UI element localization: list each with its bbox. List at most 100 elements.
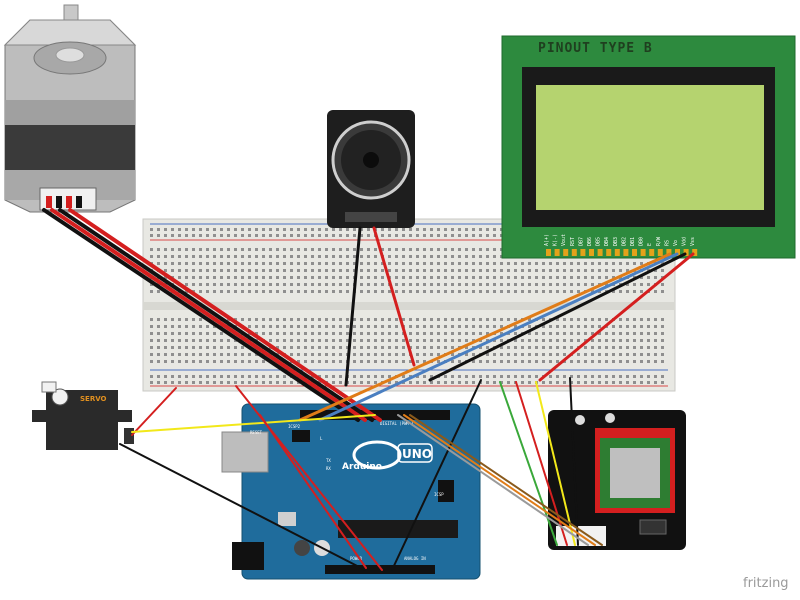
breadboard-hole	[563, 262, 566, 265]
breadboard-hole	[150, 381, 153, 384]
breadboard-hole	[395, 248, 398, 251]
breadboard-hole	[297, 255, 300, 258]
breadboard-hole	[269, 276, 272, 279]
breadboard-hole	[213, 262, 216, 265]
breadboard-hole	[353, 360, 356, 363]
breadboard-hole	[206, 248, 209, 251]
breadboard-hole	[262, 269, 265, 272]
breadboard-hole	[234, 290, 237, 293]
lcd-pin-label: E	[647, 243, 653, 246]
breadboard-hole	[647, 283, 650, 286]
breadboard-hole	[654, 353, 657, 356]
breadboard-hole	[647, 318, 650, 321]
breadboard-hole	[297, 332, 300, 335]
breadboard-hole	[332, 234, 335, 237]
breadboard-hole	[598, 262, 601, 265]
breadboard-hole	[241, 276, 244, 279]
breadboard-hole	[346, 283, 349, 286]
breadboard-hole	[605, 269, 608, 272]
breadboard-hole	[304, 276, 307, 279]
breadboard-hole	[486, 332, 489, 335]
breadboard-hole	[570, 325, 573, 328]
breadboard-hole	[318, 248, 321, 251]
breadboard-hole	[241, 248, 244, 251]
breadboard-hole	[339, 269, 342, 272]
breadboard-hole	[451, 276, 454, 279]
breadboard-hole	[374, 346, 377, 349]
breadboard-hole	[332, 290, 335, 293]
breadboard-hole	[409, 332, 412, 335]
breadboard-hole	[199, 346, 202, 349]
breadboard-hole	[619, 325, 622, 328]
breadboard-hole	[472, 276, 475, 279]
breadboard-hole	[290, 262, 293, 265]
breadboard-hole	[416, 375, 419, 378]
breadboard-hole	[437, 283, 440, 286]
breadboard-hole	[367, 283, 370, 286]
breadboard-hole	[332, 269, 335, 272]
breadboard-hole	[220, 262, 223, 265]
breadboard-hole	[150, 346, 153, 349]
breadboard-hole	[164, 339, 167, 342]
breadboard-hole	[402, 339, 405, 342]
breadboard-hole	[234, 255, 237, 258]
breadboard-hole	[276, 375, 279, 378]
breadboard-hole	[563, 290, 566, 293]
breadboard-hole	[598, 339, 601, 342]
breadboard-hole	[570, 360, 573, 363]
breadboard-hole	[318, 339, 321, 342]
breadboard-hole	[416, 276, 419, 279]
breadboard-hole	[465, 234, 468, 237]
breadboard-hole	[472, 262, 475, 265]
breadboard-hole	[549, 325, 552, 328]
breadboard-hole	[374, 375, 377, 378]
breadboard-hole	[262, 262, 265, 265]
breadboard-hole	[437, 318, 440, 321]
breadboard-hole	[605, 346, 608, 349]
breadboard-hole	[584, 339, 587, 342]
breadboard-hole	[192, 228, 195, 231]
breadboard-hole	[549, 360, 552, 363]
breadboard-hole	[437, 269, 440, 272]
breadboard-hole	[493, 360, 496, 363]
breadboard-hole	[619, 332, 622, 335]
breadboard-hole	[360, 255, 363, 258]
breadboard-hole	[626, 381, 629, 384]
breadboard-hole	[661, 318, 664, 321]
breadboard-hole	[171, 255, 174, 258]
breadboard-hole	[472, 228, 475, 231]
breadboard-hole	[325, 318, 328, 321]
breadboard-hole	[185, 353, 188, 356]
breadboard-hole	[192, 353, 195, 356]
breadboard-hole	[591, 283, 594, 286]
breadboard-hole	[276, 228, 279, 231]
breadboard-hole	[171, 325, 174, 328]
breadboard-hole	[192, 283, 195, 286]
breadboard-hole	[304, 353, 307, 356]
breadboard-hole	[206, 269, 209, 272]
breadboard-hole	[549, 381, 552, 384]
breadboard-hole	[297, 269, 300, 272]
breadboard-hole	[591, 381, 594, 384]
breadboard-hole	[339, 346, 342, 349]
breadboard-hole	[570, 339, 573, 342]
breadboard-hole	[164, 228, 167, 231]
breadboard-hole	[640, 375, 643, 378]
breadboard-hole	[444, 346, 447, 349]
breadboard-hole	[199, 228, 202, 231]
breadboard-hole	[563, 353, 566, 356]
breadboard-hole	[423, 255, 426, 258]
breadboard-hole	[647, 375, 650, 378]
breadboard-hole	[549, 276, 552, 279]
breadboard-hole	[416, 228, 419, 231]
lcd-pin-label: DB3	[613, 237, 619, 246]
breadboard-hole	[297, 360, 300, 363]
breadboard-hole	[346, 269, 349, 272]
breadboard-hole	[612, 332, 615, 335]
breadboard-hole	[388, 228, 391, 231]
breadboard-hole	[626, 325, 629, 328]
breadboard-hole	[360, 332, 363, 335]
breadboard-hole	[619, 269, 622, 272]
breadboard-hole	[220, 276, 223, 279]
